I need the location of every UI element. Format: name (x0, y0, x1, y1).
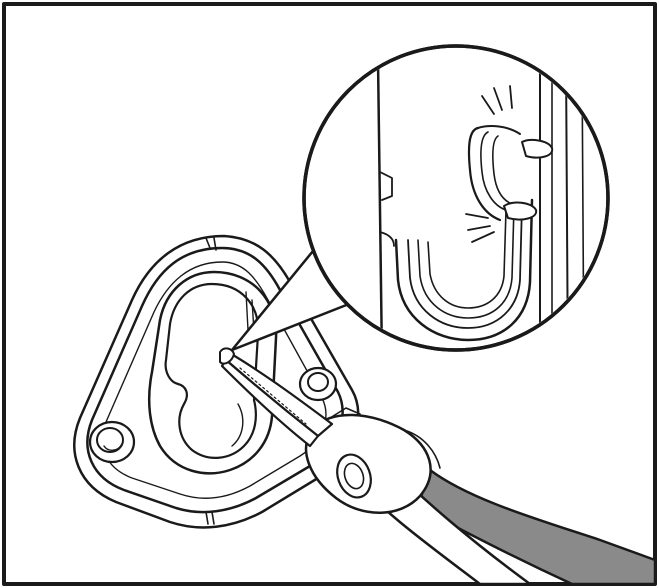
needle-nose-pliers (219, 347, 657, 586)
snap-marks (465, 85, 513, 243)
break-tab (503, 139, 554, 221)
